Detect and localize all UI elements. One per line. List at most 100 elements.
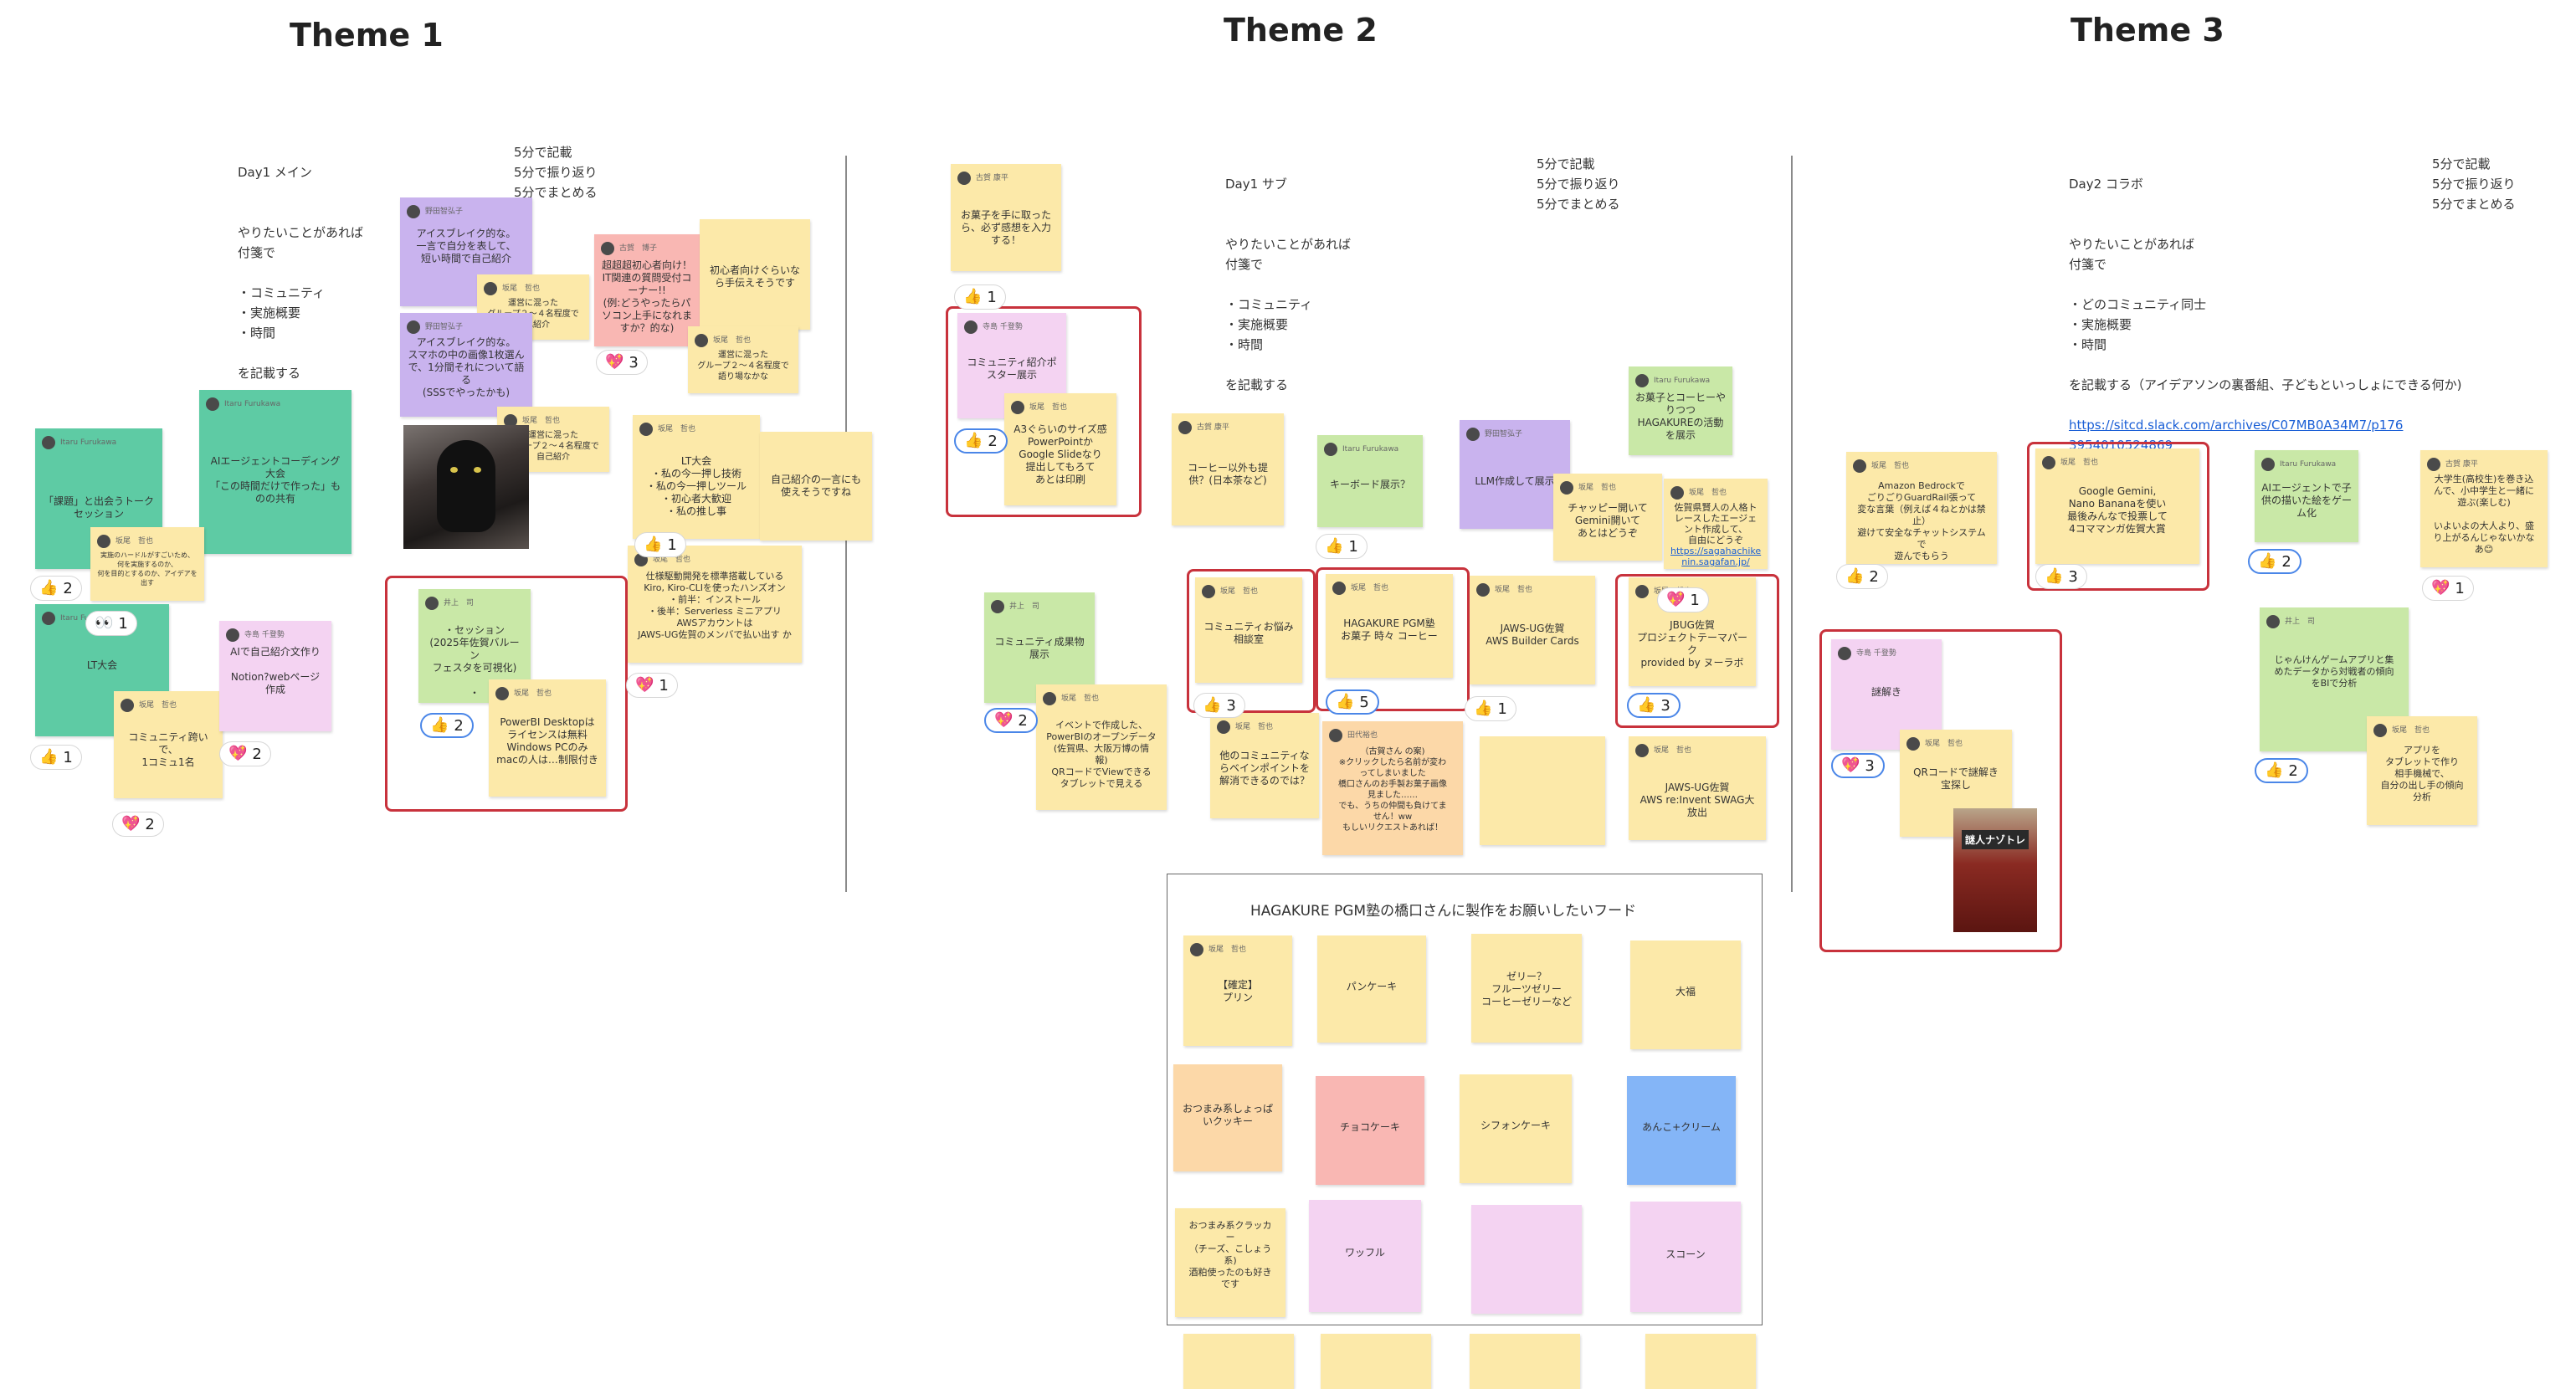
reaction-badge[interactable]: 👍1 <box>1316 534 1368 559</box>
reaction-badge[interactable]: 💖2 <box>112 812 164 837</box>
sticky-chatgpt-gemini[interactable]: 坂尾 哲也 チャッピー開いて Gemini開いて あとはどうぞ <box>1553 474 1662 561</box>
reaction-badge[interactable]: 💖1 <box>2422 576 2474 601</box>
food-salty-cookie[interactable]: おつまみ系しょっぱ いクッキー <box>1173 1064 1282 1171</box>
sticky-bedrock-guardrail[interactable]: 坂尾 哲也 Amazon Bedrockで ごりごりGuardRail張って 変… <box>1846 452 1997 564</box>
food-pudding[interactable]: 坂尾 哲也 【確定】 プリン <box>1183 935 1292 1046</box>
sticky-ai-agent-coding[interactable]: Itaru Furukawa AIエージェントコーディング 大会 「この時間だけ… <box>199 390 352 554</box>
reaction-badge[interactable]: 💖3 <box>1831 753 1885 778</box>
food-cracker[interactable]: おつまみ系クラッカ ー （チーズ、こしょう 系) 酒粕使ったのも好き です <box>1175 1208 1285 1317</box>
sticky-saga-sages-agent[interactable]: 坂尾 哲也 佐賀県賢人の人格ト レースしたエージェ ント作成して、 自由にどうぞ… <box>1664 479 1768 569</box>
sticky-partial-2[interactable] <box>1321 1334 1431 1389</box>
reaction-badge[interactable]: 👍2 <box>420 713 474 738</box>
sticky-text: 「課題」と出会うトーク セッション <box>43 495 154 520</box>
cat-photo[interactable] <box>403 425 529 549</box>
reaction-badge[interactable]: 👍2 <box>2248 549 2301 574</box>
reaction-badge[interactable]: 👍3 <box>1627 693 1681 718</box>
reaction-badge[interactable]: 👀1 <box>85 611 137 636</box>
theme-3-title: Theme 3 <box>2071 12 2224 49</box>
sticky-koga-proposal[interactable]: 田代裕也 （古賀さん の案) ※クリックしたら名前が変わ ってしまいました 橋口… <box>1322 721 1463 855</box>
sticky-builder-cards[interactable]: 坂尾 哲也 JAWS-UG佐賀 AWS Builder Cards <box>1470 576 1595 684</box>
reaction-badge[interactable]: 👍2 <box>1836 564 1888 589</box>
sticky-icebreak-2[interactable]: 野田智弘子 アイスブレイク的な。 スマホの中の画像1枚選ん で、1分間それについ… <box>400 313 532 417</box>
reaction-badge[interactable]: 👍2 <box>30 576 82 601</box>
sticky-partial-4[interactable] <box>1645 1334 1756 1389</box>
sticky-keyboard-exhibit[interactable]: Itaru Furukawa キーボード展示？ <box>1317 435 1423 527</box>
sticky-self-intro-word[interactable]: 自己紹介の一言にも 使えそうですね <box>760 432 872 541</box>
reaction-count: 5 <box>1359 693 1369 711</box>
sticky-text: LLM作成して展示 <box>1475 475 1555 487</box>
reaction-badge[interactable]: 👍1 <box>954 284 1006 310</box>
sticky-swag[interactable]: 坂尾 哲也 JAWS-UG佐賀 AWS re:Invent SWAG大放出 <box>1629 736 1766 840</box>
saga-sages-link[interactable]: https://sagahachike nin.sagafan.jp/ <box>1670 546 1762 567</box>
food-request-frame[interactable] <box>1167 874 1763 1325</box>
sticky-partial-3[interactable] <box>1470 1334 1580 1389</box>
food-anko-cream[interactable]: あんこ+クリーム <box>1627 1076 1736 1185</box>
sticky-cross-community[interactable]: 坂尾 哲也 コミュニティ跨いで、 1コミュ1名 <box>114 691 223 798</box>
reaction-badge[interactable]: 💖2 <box>984 708 1038 733</box>
food-jelly[interactable]: ゼリー？ フルーツゼリー コーヒーゼリーなど <box>1471 934 1582 1043</box>
sticky-it-question-corner[interactable]: 古賀 博子 超超超初心者向け！ IT関連の質問受付コ ーナー!! (例:どうやっ… <box>594 234 700 346</box>
sticky-beginner-help[interactable]: 初心者向けぐらいな ら手伝えそうです <box>700 219 810 330</box>
sticky-snack-feedback[interactable]: 古賀 康平 お菓子を手に取った ら、必ず感想を入力 する！ <box>951 164 1061 271</box>
sticky-poster-a3[interactable]: 坂尾 哲也 A3ぐらいのサイズ感 PowerPointか Google Slid… <box>1004 393 1116 505</box>
avatar <box>1324 443 1337 456</box>
sticky-llm-exhibit[interactable]: 野田智弘子 LLM作成して展示 <box>1460 420 1570 529</box>
avatar <box>484 282 497 295</box>
food-empty[interactable] <box>1471 1205 1582 1314</box>
food-chiffon-cake[interactable]: シフォンケーキ <box>1460 1074 1572 1183</box>
sticky-text: キーボード展示？ <box>1329 479 1410 490</box>
sticky-students-kids[interactable]: 古賀 康平 大学生(高校生)を巻き込 んで、小中学生と一緒に 遊ぶ(楽しむ) い… <box>2420 450 2548 567</box>
reaction-badge[interactable]: 💖3 <box>596 350 648 375</box>
reaction-count: 1 <box>667 536 677 554</box>
sticky-hagakure-activity[interactable]: Itaru Furukawa お菓子とコーヒーや りつつ HAGAKUREの活動… <box>1629 366 1732 455</box>
sticky-text: コーヒー以外も提 供？(日本茶など) <box>1187 462 1268 486</box>
reaction-badge[interactable]: 💖1 <box>1657 587 1709 612</box>
reaction-badge[interactable]: 👍1 <box>30 745 82 770</box>
sticky-text: お菓子を手に取った ら、必ず感想を入力 する！ <box>960 209 1051 246</box>
reaction-badge[interactable]: 👍1 <box>1465 696 1516 721</box>
sticky-talk-group[interactable]: 坂尾 哲也 運営に混った グループ２〜４名程度で 語り場なかな <box>688 326 798 393</box>
sticky-kiro-handson[interactable]: 坂尾 哲也 仕様駆動開発を標準搭載している Kiro, Kiro-CLIを使った… <box>628 546 802 663</box>
theme-1-timing[interactable]: 5分で記載 5分で振り返り 5分でまとめる <box>514 145 598 200</box>
sticky-author: 寺島 千登勢 <box>244 630 285 639</box>
sticky-ai-self-intro[interactable]: 寺島 千登勢 AIで自己紹介文作り Notion?webページ 作成 <box>219 621 331 731</box>
sticky-hurdle[interactable]: 坂尾 哲也 実施のハードルがすごいため、 何を実施するのか、 何を目的とするのか… <box>90 527 204 601</box>
food-daifuku[interactable]: 大福 <box>1630 941 1741 1049</box>
sticky-text: 自己紹介の一言にも 使えそうですね <box>770 474 861 498</box>
reaction-badge[interactable]: 👍5 <box>1326 689 1379 715</box>
avatar <box>97 535 110 548</box>
theme-2-timing[interactable]: 5分で記載 5分で振り返り 5分でまとめる <box>1537 156 1620 212</box>
sticky-partial-1[interactable] <box>1183 1334 1294 1389</box>
reaction-badge[interactable]: 👍1 <box>634 532 686 557</box>
sticky-gemini-manga[interactable]: 坂尾 哲也 Google Gemini, Nano Bananaを使い 最後みん… <box>2035 448 2199 564</box>
sticky-pain-point[interactable]: 坂尾 哲也 他のコミュニティな らベインポイントを 解消できるのでは？ <box>1210 713 1319 818</box>
book-cover-image[interactable]: 謎人ナゾトレ <box>1953 808 2037 932</box>
reaction-badge[interactable]: 👍2 <box>954 428 1008 454</box>
theme-2-heading: Day1 サブ <box>1225 177 1287 192</box>
sticky-lt-topics[interactable]: 坂尾 哲也 LT大会 ・私の今一押し技術 ・私の今一押しツール ・初心者大歓迎 … <box>633 415 760 539</box>
sticky-powerbi-opendata[interactable]: 坂尾 哲也 イベントで作成した、 PowerBIのオープンデータ (佐賀県、大阪… <box>1036 684 1167 810</box>
sticky-empty-1[interactable] <box>1480 736 1605 845</box>
food-scone[interactable]: スコーン <box>1630 1202 1741 1312</box>
sticky-pgm-snacks[interactable]: 坂尾 哲也 HAGAKURE PGM塾 お菓子 時々 コーヒー <box>1326 574 1453 678</box>
food-pancake[interactable]: パンケーキ <box>1317 935 1426 1043</box>
food-chocolate-cake[interactable]: チョコケーキ <box>1316 1076 1424 1185</box>
theme-1-instructions[interactable]: Day1 メイン やりたいことがあれば 付箋で ・コミュニティ ・実施概要 ・時… <box>238 142 522 403</box>
avatar <box>695 334 708 347</box>
reaction-badge[interactable]: 👍3 <box>2035 564 2087 589</box>
sticky-powerbi-license[interactable]: 坂尾 哲也 PowerBI Desktopは ライセンスは無料 Windows … <box>489 679 606 797</box>
reaction-badge[interactable]: 👍2 <box>2255 758 2308 783</box>
reaction-badge[interactable]: 👍3 <box>1193 693 1245 718</box>
reaction-badge[interactable]: 💖2 <box>219 741 271 766</box>
sticky-community-consult[interactable]: 坂尾 哲也 コミュニティお悩み 相談室 <box>1195 577 1302 683</box>
theme-2-instructions[interactable]: Day1 サブ やりたいことがあれば 付箋で ・コミュニティ ・実施概要 ・時間… <box>1225 154 1510 415</box>
sticky-author: 坂尾 哲也 <box>1654 746 1692 755</box>
sticky-janken-tablet[interactable]: 坂尾 哲也 アプリを タブレットで作り 相手機械で、 自分の出し手の傾向 分析 <box>2367 716 2477 825</box>
sticky-icebreak-1[interactable]: 野田智弘子 アイスブレイク的な。 一言で自分を表して、 短い時間で自己紹介 <box>400 197 532 306</box>
sticky-other-drinks[interactable]: 古賀 康平 コーヒー以外も提 供？(日本茶など) <box>1172 413 1284 525</box>
sticky-jbug-theme-park[interactable]: 坂尾 哲也 JBUG佐賀 プロジェクトテーマパー ク provided by ヌ… <box>1629 577 1756 686</box>
theme-3-timing[interactable]: 5分で記載 5分で振り返り 5分でまとめる <box>2432 156 2516 212</box>
sticky-kids-drawing-game[interactable]: Itaru Furukawa AIエージェントで子 供の描いた絵をゲー ム化 <box>2255 450 2358 542</box>
food-waffle[interactable]: ワッフル <box>1309 1200 1421 1312</box>
reaction-badge[interactable]: 💖1 <box>626 673 678 698</box>
